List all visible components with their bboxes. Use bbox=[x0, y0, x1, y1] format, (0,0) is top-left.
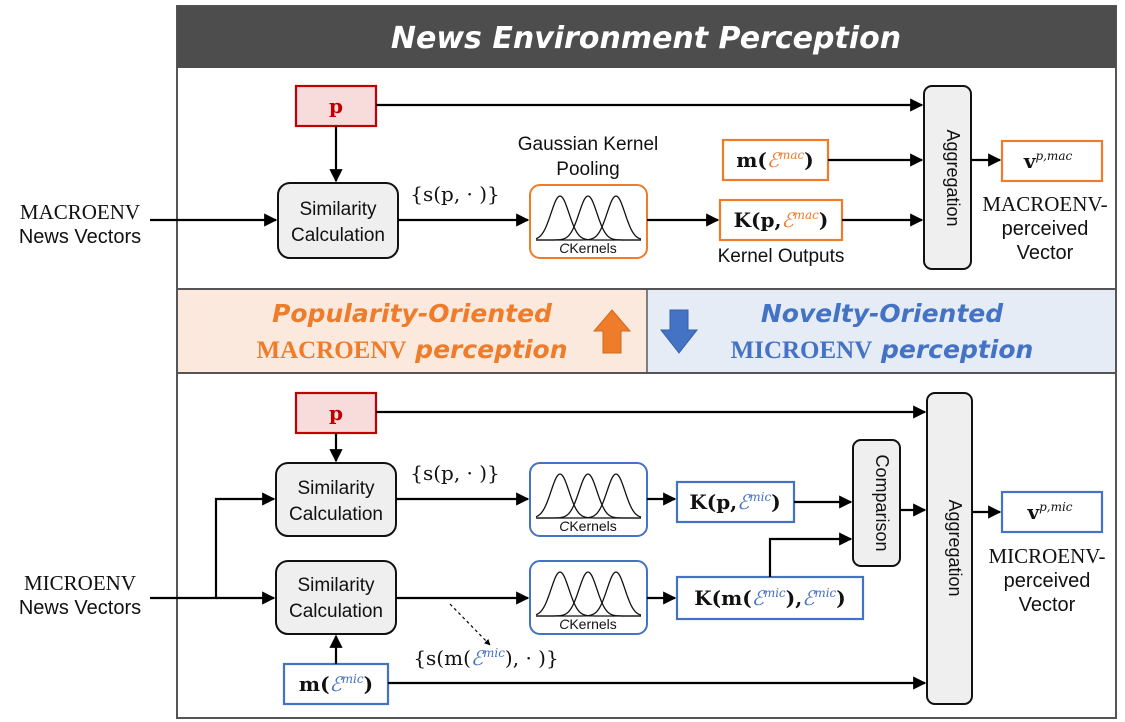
macro-p-box bbox=[294, 84, 378, 128]
macro-m-box bbox=[721, 138, 830, 182]
up-arrow-icon bbox=[592, 309, 632, 354]
macro-kernels-label: CKernels bbox=[559, 240, 617, 256]
macro-section: p MACROENV News Vectors Similarity Calcu… bbox=[19, 84, 1108, 270]
macro-sim-set-label: {s(p, · )} bbox=[410, 182, 500, 206]
banner-section: Popularity-Oriented MACROENV perception … bbox=[177, 288, 1116, 374]
micro-similarity-2-line2: Calculation bbox=[289, 601, 383, 622]
header-bar bbox=[177, 6, 1116, 68]
micro-similarity-2-line1: Similarity bbox=[297, 575, 375, 596]
micro-output-box bbox=[1000, 490, 1104, 534]
micro-similarity-box-2 bbox=[275, 560, 397, 635]
micro-output-line1: MICROENV- bbox=[988, 544, 1105, 568]
micro-output-line3: Vector bbox=[1019, 594, 1076, 616]
down-arrow-icon bbox=[659, 309, 699, 354]
micro-arrow-k2-to-comparison bbox=[768, 532, 853, 577]
micro-sim-set-label: {s(p, · )} bbox=[410, 461, 500, 485]
macro-input-label-2: News Vectors bbox=[19, 226, 141, 248]
macro-kernel-outputs-label: Kernel Outputs bbox=[718, 246, 845, 267]
micro-k1-box bbox=[675, 480, 796, 524]
micro-comparison-box bbox=[852, 439, 901, 567]
micro-similarity-1-line2: Calculation bbox=[289, 504, 383, 525]
macro-similarity-line1: Similarity bbox=[299, 199, 377, 220]
micro-kernels-label-2: CKernels bbox=[559, 616, 617, 632]
macro-gkp-line2: Pooling bbox=[556, 159, 619, 180]
macro-input-label: MACROENV bbox=[20, 200, 140, 224]
micro-m-box bbox=[282, 662, 390, 706]
banner-left-line2: MACROENV perception bbox=[256, 335, 567, 364]
banner-left-line1: Popularity-Oriented bbox=[272, 299, 553, 328]
banner-left bbox=[178, 290, 647, 372]
micro-p-label: p bbox=[329, 401, 343, 425]
micro-m-label: m(ℰmic) bbox=[299, 672, 373, 696]
diagram-title: News Environment Perception bbox=[391, 21, 901, 56]
macro-gkp-line1: Gaussian Kernel bbox=[518, 134, 658, 155]
banner-right-line2: MICROENV perception bbox=[731, 335, 1034, 364]
macro-output-line1: MACROENV- bbox=[982, 192, 1107, 216]
micro-kernels-label-1: CKernels bbox=[559, 518, 617, 534]
macro-similarity-box bbox=[277, 182, 399, 259]
macro-m-label: m(ℰmac) bbox=[736, 148, 813, 172]
macro-aggregation-box bbox=[923, 85, 972, 270]
micro-similarity-box-1 bbox=[275, 462, 397, 537]
micro-aggregation-label: Aggregation bbox=[945, 499, 965, 596]
micro-section: p MICROENV News Vectors Similarity Calcu… bbox=[19, 391, 1106, 706]
micro-k2-box bbox=[675, 575, 865, 621]
banner-right-line1: Novelty-Oriented bbox=[761, 299, 1004, 328]
micro-gaussian-curves-1-icon bbox=[535, 473, 642, 519]
micro-input-label: MICROENV bbox=[24, 571, 136, 595]
micro-output-label: vp,mic bbox=[1026, 500, 1072, 524]
macro-output-label: vp,mac bbox=[1023, 149, 1073, 173]
macro-p-label: p bbox=[329, 94, 343, 118]
macro-output-line3: Vector bbox=[1017, 242, 1074, 264]
micro-k2-label: K(m(ℰmic),ℰmic) bbox=[694, 586, 845, 610]
macro-aggregation-label: Aggregation bbox=[943, 129, 963, 226]
macro-output-line2: perceived bbox=[1002, 218, 1089, 240]
banner-right bbox=[648, 290, 1115, 372]
micro-aggregation-box bbox=[926, 392, 973, 705]
macro-similarity-line2: Calculation bbox=[291, 225, 385, 246]
micro-comparison-label: Comparison bbox=[872, 454, 892, 551]
micro-arrow-input-split bbox=[150, 492, 276, 600]
micro-p-box bbox=[294, 391, 378, 435]
micro-similarity-1-line1: Similarity bbox=[297, 478, 375, 499]
micro-sim-set-label-2: {s(m(ℰmic), · )} bbox=[413, 646, 558, 670]
micro-input-label-2: News Vectors bbox=[19, 597, 141, 619]
macro-gaussian-curves-icon bbox=[535, 195, 642, 241]
micro-output-line2: perceived bbox=[1004, 570, 1091, 592]
macro-k-box bbox=[718, 198, 844, 242]
macro-output-box bbox=[1000, 139, 1104, 183]
micro-gaussian-curves-2-icon bbox=[535, 571, 642, 617]
macro-k-label: K(p,ℰmac) bbox=[734, 208, 829, 232]
micro-k1-label: K(p,ℰmic) bbox=[689, 490, 780, 514]
